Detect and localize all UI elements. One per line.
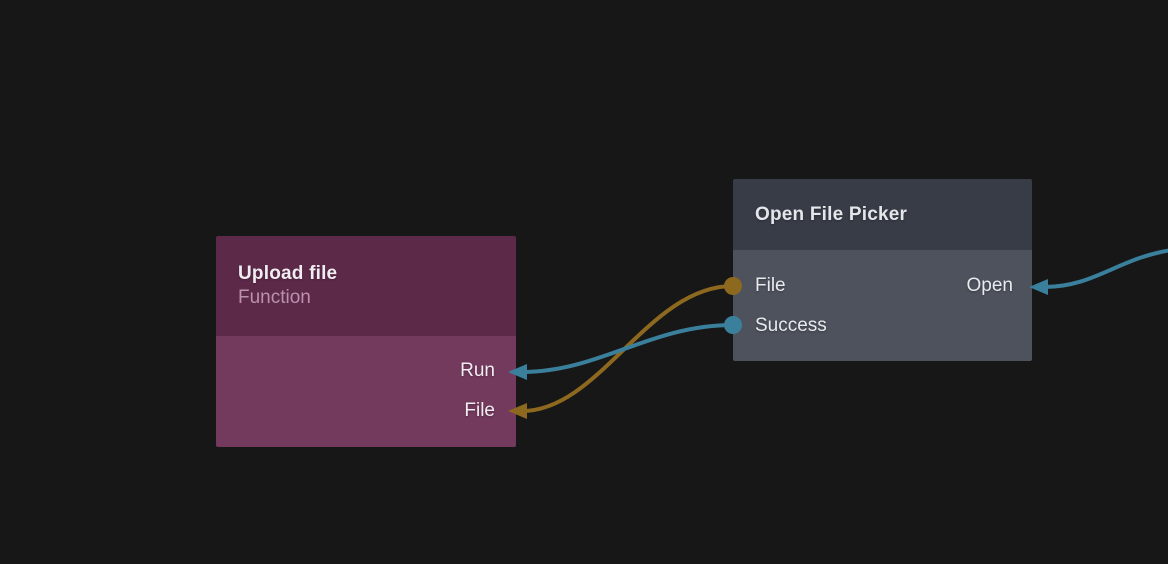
node-open-file-picker-body: File Open Success <box>733 250 1032 361</box>
port-row: Success <box>733 306 1032 346</box>
node-open-file-picker[interactable]: Open File Picker File Open Success <box>733 179 1032 361</box>
port-file-input[interactable]: File <box>216 391 516 431</box>
node-title: Open File Picker <box>755 203 908 225</box>
wire-offscreen-to-picker-open[interactable] <box>1042 248 1168 289</box>
port-label: Run <box>460 360 495 381</box>
node-upload-file[interactable]: Upload file Function Run File <box>216 236 516 447</box>
node-title: Upload file <box>238 263 338 284</box>
wire-picker-file-to-upload-file[interactable] <box>520 284 735 413</box>
node-subtitle: Function <box>238 287 311 308</box>
port-open-input[interactable]: Open <box>966 275 1013 296</box>
wire-picker-success-to-upload-run[interactable] <box>520 323 735 374</box>
port-label: File <box>464 400 495 421</box>
node-upload-file-body: Run File <box>216 336 516 447</box>
port-row: File Open <box>733 266 1032 306</box>
node-open-file-picker-header[interactable]: Open File Picker <box>733 179 1032 250</box>
port-run-input[interactable]: Run <box>216 351 516 391</box>
port-success-output[interactable]: Success <box>755 315 827 336</box>
node-upload-file-header[interactable]: Upload file Function <box>216 236 516 336</box>
port-file-output[interactable]: File <box>755 275 786 296</box>
